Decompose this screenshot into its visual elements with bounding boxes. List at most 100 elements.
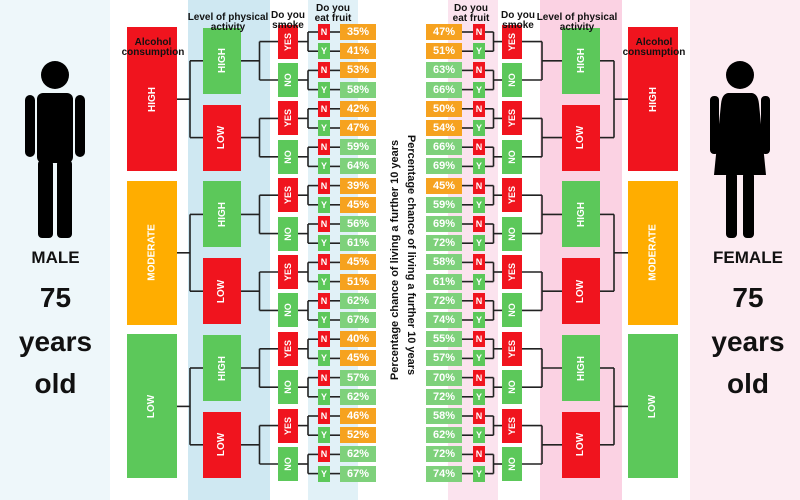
female-fruit-y: Y (473, 81, 485, 98)
female-smoke-no: NO (502, 63, 522, 97)
female-smoke-yes: YES (502, 255, 522, 289)
male-percentage: 64% (340, 158, 376, 175)
male-smoke-no: NO (278, 139, 298, 174)
female-percentage: 69% (426, 158, 462, 175)
female-percentage: 61% (426, 273, 462, 290)
female-activity-low: LOW (562, 411, 600, 478)
female-fruit-n: N (473, 100, 485, 117)
female-activity-high: HIGH (562, 27, 600, 94)
male-fruit-y: Y (318, 388, 330, 405)
male-fruit-y: Y (318, 350, 330, 367)
male-percentage: 40% (340, 331, 376, 348)
female-percentage: 58% (426, 408, 462, 424)
male-activity-high: HIGH (203, 181, 241, 248)
female-fruit-n: N (473, 139, 485, 156)
male-percentage: 57% (340, 369, 376, 386)
male-percentage: 45% (340, 196, 376, 213)
male-percentage: 56% (340, 216, 376, 232)
female-smoke-yes: YES (502, 408, 522, 443)
male-smoke-no: NO (278, 447, 298, 481)
male-fruit-y: Y (318, 196, 330, 213)
female-fruit-n: N (473, 292, 485, 309)
male-activity-low: LOW (203, 258, 241, 325)
female-percentage: 63% (426, 62, 462, 79)
female-fruit-n: N (473, 24, 485, 40)
male-fruit-n: N (318, 369, 330, 386)
female-fruit-n: N (473, 62, 485, 79)
male-percentage: 58% (340, 81, 376, 98)
female-fruit-y: Y (473, 273, 485, 290)
male-smoke-yes: YES (278, 178, 298, 213)
female-percentage: 66% (426, 81, 462, 98)
female-percentage: 50% (426, 100, 462, 117)
male-age-unit: years (18, 326, 93, 357)
male-age-number: 75 (39, 282, 72, 313)
female-percentage: 70% (426, 369, 462, 386)
female-activity-low: LOW (562, 258, 600, 325)
female-percentage: 74% (426, 312, 462, 328)
male-activity-low: LOW (203, 411, 241, 478)
female-fruit-y: Y (473, 427, 485, 444)
female-fruit-y: Y (473, 388, 485, 405)
male-fruit-n: N (318, 24, 330, 40)
axis-label-male: Percentage chance of living a further 10… (389, 139, 401, 381)
male-percentage: 61% (340, 235, 376, 252)
female-percentage: 69% (426, 216, 462, 232)
male-percentage: 47% (340, 120, 376, 136)
male-fruit-n: N (318, 216, 330, 232)
male-activity-high: HIGH (203, 335, 241, 401)
female-fruit-n: N (473, 177, 485, 194)
female-percentage: 72% (426, 388, 462, 405)
male-activity-high: HIGH (203, 27, 241, 94)
female-percentage: 59% (426, 196, 462, 213)
male-smoke-yes: YES (278, 101, 298, 136)
female-smoke-yes: YES (502, 101, 522, 136)
male-alcohol-high: HIGH (127, 27, 177, 172)
female-percentage: 45% (426, 177, 462, 194)
male-fruit-y: Y (318, 235, 330, 252)
male-smoke-yes: YES (278, 408, 298, 443)
female-smoke-no: NO (502, 139, 522, 174)
female-age-unit: years (711, 326, 785, 357)
male-fruit-n: N (318, 408, 330, 424)
female-percentage: 62% (426, 427, 462, 444)
female-fruit-y: Y (473, 158, 485, 175)
female-age-old: old (727, 368, 769, 399)
male-smoke-no: NO (278, 63, 298, 97)
male-smoke-no: NO (278, 370, 298, 405)
male-fruit-n: N (318, 446, 330, 463)
female-alcohol-high: HIGH (628, 27, 678, 172)
female-fruit-y: Y (473, 312, 485, 328)
male-smoke-yes: YES (278, 255, 298, 289)
female-fruit-y: Y (473, 120, 485, 136)
female-fruit-y: Y (473, 235, 485, 252)
male-percentage: 45% (340, 254, 376, 271)
female-percentage: 57% (426, 350, 462, 367)
male-fruit-n: N (318, 254, 330, 271)
female-smoke-no: NO (502, 447, 522, 481)
female-smoke-yes: YES (502, 331, 522, 366)
male-smoke-yes: YES (278, 24, 298, 59)
male-alcohol-moderate: MODERATE (127, 180, 177, 325)
male-fruit-y: Y (318, 273, 330, 290)
male-smoke-no: NO (278, 293, 298, 328)
male-percentage: 35% (340, 24, 376, 40)
male-smoke-yes: YES (278, 331, 298, 366)
male-percentage: 45% (340, 350, 376, 367)
male-percentage: 39% (340, 177, 376, 194)
male-fruit-n: N (318, 331, 330, 348)
male-fruit-n: N (318, 177, 330, 194)
male-fruit-y: Y (318, 312, 330, 328)
male-percentage: 46% (340, 408, 376, 424)
male-percentage: 67% (340, 312, 376, 328)
male-fruit-n: N (318, 292, 330, 309)
male-percentage: 67% (340, 465, 376, 482)
female-activity-high: HIGH (562, 335, 600, 401)
male-percentage: 62% (340, 292, 376, 309)
